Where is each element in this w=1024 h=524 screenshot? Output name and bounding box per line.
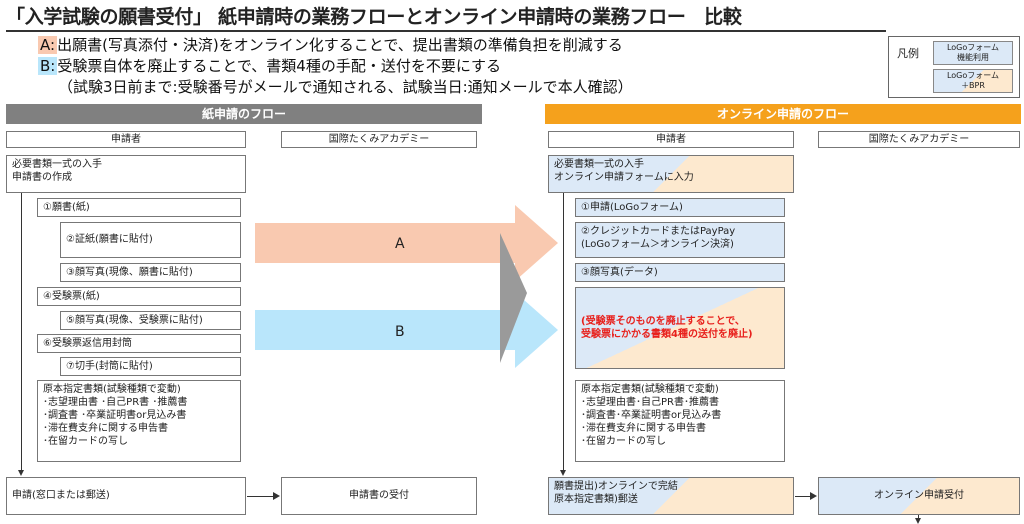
paper-step-1: ①願書(紙): [37, 198, 241, 217]
online-step-2: ②クレジットカードまたはPayPay (LoGoフォーム＞オンライン決済): [575, 222, 785, 258]
page-title: 「入学試験の願書受付」 紙申請時の業務フローとオンライン申請時の業務フロー 比較: [6, 6, 742, 28]
online-flow-arrowhead: [560, 470, 566, 476]
gray-chevron: [500, 233, 527, 363]
online-flow-line: [563, 193, 564, 470]
intro-b-text: 受験票自体を廃止することで、書類4種の手配・送付を不要にする: [57, 57, 502, 75]
online-flow-header: オンライン申請のフロー: [545, 104, 1021, 124]
paper-col-applicant: 申請者: [6, 131, 246, 148]
paper-docs-title: 原本指定書類(試験種類で変動): [43, 384, 181, 395]
online-prep-line2: オンライン申請フォームに入力: [554, 172, 694, 183]
legend-item2-line1: LoGoフォーム: [946, 71, 1000, 80]
online-docs-line4: ･在留カードの写し: [581, 436, 666, 447]
online-abolish-line2: 受験票にかかる書類4種の送付を廃止): [581, 329, 753, 340]
title-underline: [6, 30, 886, 32]
online-step-1: ①申請(LoGoフォーム): [575, 198, 785, 217]
arrow-a-label: A: [395, 236, 405, 252]
online-docs-line3: ･滞在費支弁に関する申告書: [581, 423, 706, 434]
paper-submit-arrowhead: [273, 492, 280, 500]
legend-label: 凡例: [897, 47, 919, 60]
online-step2-line2: (LoGoフォーム＞オンライン決済): [581, 239, 734, 250]
paper-docs-line3: ･滞在費支弁に関する申告書: [43, 423, 168, 434]
online-abolish-line1: (受験票そのものを廃止することで、: [581, 316, 745, 327]
online-submit-connector: [795, 496, 810, 497]
online-receive-down-line: [918, 515, 919, 520]
online-submit-arrowhead: [810, 492, 817, 500]
online-prep-box: 必要書類一式の入手 オンライン申請フォームに入力: [548, 155, 794, 193]
paper-prep-line2: 申請書の作成: [12, 172, 72, 183]
paper-docs-line2: ･調査書 ･卒業証明書or見込み書: [43, 410, 187, 421]
legend-logo-bpr: LoGoフォーム ＋BPR: [933, 69, 1013, 93]
big-arrows: [255, 205, 558, 368]
arrow-b: [255, 292, 558, 368]
online-submit-line1: 願書提出)オンラインで完結: [554, 481, 678, 492]
tag-b: B:: [38, 57, 58, 75]
intro-b-note: （試験3日前まで:受験番号がメールで通知される、試験当日:通知メールで本人確認）: [58, 78, 633, 96]
paper-step-2: ②証紙(願書に貼付): [60, 222, 241, 258]
legend-item1-line1: LoGoフォーム: [946, 43, 1000, 52]
paper-flow-header: 紙申請のフロー: [6, 104, 482, 124]
online-step2-line1: ②クレジットカードまたはPayPay: [581, 226, 736, 237]
paper-col-academy: 国際たくみアカデミー: [281, 131, 477, 148]
intro-line-b: B:受験票自体を廃止することで、書類4種の手配・送付を不要にする: [38, 55, 501, 76]
legend-logo-form: LoGoフォーム 機能利用: [933, 41, 1013, 65]
arrow-b-label: B: [395, 324, 405, 340]
paper-flow-line: [21, 193, 22, 470]
paper-step-3: ③顔写真(現像、願書に貼付): [60, 263, 241, 282]
paper-prep-line1: 必要書類一式の入手: [12, 159, 102, 170]
intro-line-a: A:出願書(写真添付・決済)をオンライン化することで、提出書類の準備負担を削減す…: [38, 34, 623, 55]
paper-step-6: ⑥受験票返信用封筒: [37, 334, 241, 353]
legend: 凡例 LoGoフォーム 機能利用 LoGoフォーム ＋BPR: [888, 36, 1020, 98]
paper-submit-box: 申請(窓口または郵送): [6, 477, 246, 515]
paper-submit-connector: [247, 496, 273, 497]
paper-receive-box: 申請書の受付: [281, 477, 477, 515]
online-col-academy: 国際たくみアカデミー: [818, 131, 1020, 148]
paper-step-7: ⑦切手(封筒に貼付): [60, 357, 241, 376]
paper-prep-box: 必要書類一式の入手 申請書の作成: [6, 155, 246, 193]
paper-docs-line1: ･志望理由書 ･自己PR書 ･推薦書: [43, 397, 188, 408]
online-step-3: ③顔写真(データ): [575, 263, 785, 282]
paper-step-4: ④受験票(紙): [37, 287, 241, 306]
legend-item2-line2: ＋BPR: [961, 81, 985, 90]
arrow-a: [255, 205, 558, 281]
online-receive-box: オンライン申請受付: [818, 477, 1020, 515]
online-submit-line2: 原本指定書類)郵送: [554, 494, 638, 505]
online-abolish-box: (受験票そのものを廃止することで、 受験票にかかる書類4種の送付を廃止): [575, 287, 785, 369]
paper-step-5: ⑤顔写真(現像、受験票に貼付): [60, 311, 241, 330]
paper-docs-line4: ･在留カードの写し: [43, 436, 128, 447]
online-docs-line2: ･調査書･卒業証明書or見込み書: [581, 410, 722, 421]
online-docs-box: 原本指定書類(試験種類で変動) ･志望理由書･自己PR書･推薦書 ･調査書･卒業…: [575, 380, 785, 462]
paper-flow-arrowhead: [18, 470, 24, 476]
tag-a: A:: [38, 36, 58, 54]
online-col-applicant: 申請者: [548, 131, 794, 148]
online-docs-line1: ･志望理由書･自己PR書･推薦書: [581, 397, 719, 408]
intro-a-text: 出願書(写真添付・決済)をオンライン化することで、提出書類の準備負担を削減する: [57, 36, 623, 54]
online-docs-title: 原本指定書類(試験種類で変動): [581, 384, 719, 395]
online-prep-line1: 必要書類一式の入手: [554, 159, 644, 170]
legend-item1-line2: 機能利用: [957, 53, 989, 62]
online-receive-arrowhead: [915, 518, 921, 524]
online-submit-box: 願書提出)オンラインで完結 原本指定書類)郵送: [548, 477, 794, 515]
paper-docs-box: 原本指定書類(試験種類で変動) ･志望理由書 ･自己PR書 ･推薦書 ･調査書 …: [37, 380, 241, 462]
